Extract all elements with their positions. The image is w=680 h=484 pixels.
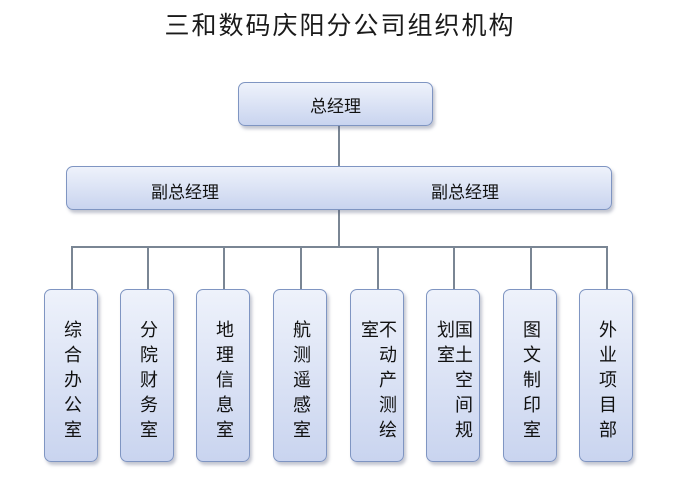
connector-drop-7 xyxy=(530,246,532,289)
connector-drop-5 xyxy=(377,246,379,289)
department-node-2: 分院财务室 xyxy=(120,289,174,462)
vice-manager-label-2: 副总经理 xyxy=(431,183,499,203)
connector-drop-6 xyxy=(453,246,455,289)
department-node-5: 不动产测绘室 xyxy=(350,289,404,462)
department-label: 图文制印室 xyxy=(520,320,541,445)
connector-gm-vp xyxy=(338,126,340,166)
department-node-6: 国土空间规划室 xyxy=(426,289,480,462)
department-label: 综合办公室 xyxy=(61,320,82,445)
department-node-7: 图文制印室 xyxy=(503,289,557,462)
vice-manager-label-1: 副总经理 xyxy=(151,183,219,203)
connector-drop-1 xyxy=(71,246,73,289)
department-node-1: 综合办公室 xyxy=(44,289,98,462)
general-manager-label: 总经理 xyxy=(310,96,361,117)
department-node-8: 外业项目部 xyxy=(579,289,633,462)
department-label: 国土空间规划室 xyxy=(434,320,473,445)
connector-drop-4 xyxy=(300,246,302,289)
connector-drop-8 xyxy=(606,246,608,289)
chart-title: 三和数码庆阳分公司组织机构 xyxy=(164,11,516,40)
connector-bus xyxy=(71,246,608,248)
vice-manager-node: 副总经理 副总经理 xyxy=(66,166,612,210)
department-node-3: 地理信息室 xyxy=(196,289,250,462)
department-label: 不动产测绘室 xyxy=(358,320,397,445)
department-label: 外业项目部 xyxy=(596,320,617,445)
general-manager-node: 总经理 xyxy=(238,82,433,126)
connector-vp-bus xyxy=(338,210,340,247)
department-label: 地理信息室 xyxy=(213,320,234,445)
department-label: 分院财务室 xyxy=(137,320,158,445)
connector-drop-2 xyxy=(147,246,149,289)
connector-drop-3 xyxy=(223,246,225,289)
department-node-4: 航测遥感室 xyxy=(273,289,327,462)
department-label: 航测遥感室 xyxy=(290,320,311,445)
